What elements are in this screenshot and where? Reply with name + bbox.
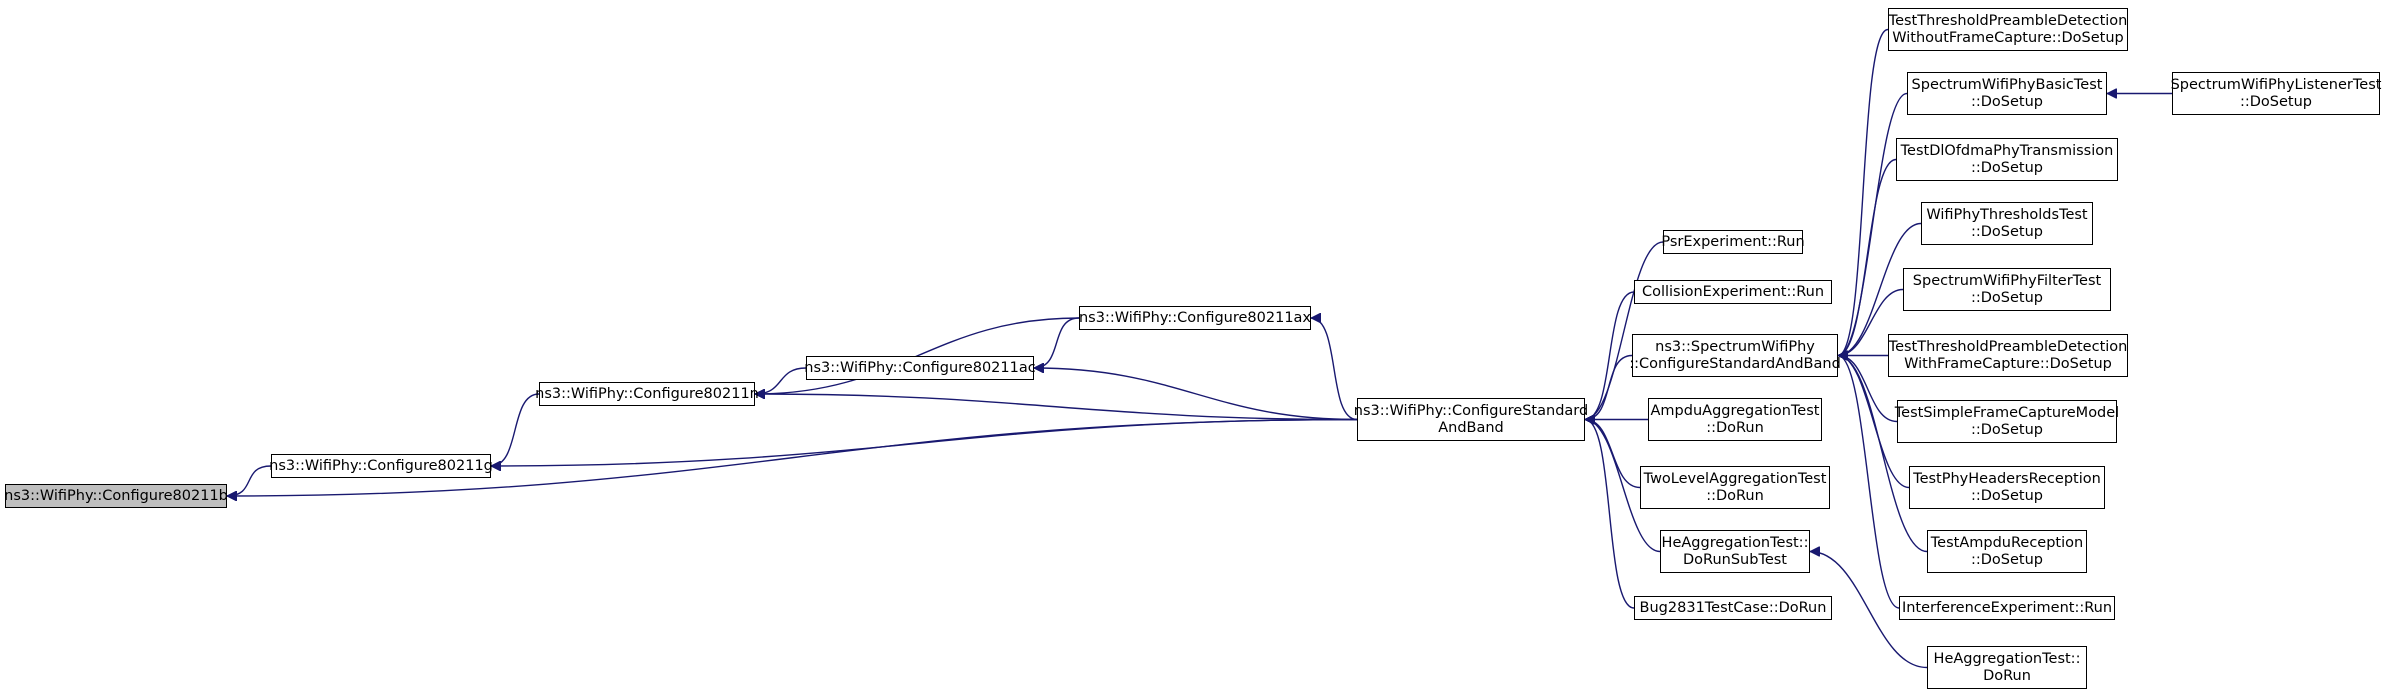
edge-n15-to-n8 bbox=[1837, 158, 1897, 356]
node-label: HeAggregationTest:: bbox=[1661, 534, 1809, 551]
edge-n2-to-n1 bbox=[490, 393, 540, 466]
node-label: ns3::WifiPhy::Configure80211ax bbox=[1078, 309, 1312, 326]
node-label: ::DoRun bbox=[1706, 487, 1764, 504]
node-label: ns3::WifiPhy::Configure80211g bbox=[269, 457, 493, 474]
node-label: ::DoSetup bbox=[1970, 487, 2043, 504]
node-ns3-wifiphy-configure80211g[interactable]: ns3::WifiPhy::Configure80211g bbox=[269, 454, 493, 478]
node-label: ns3::WifiPhy::Configure80211b bbox=[4, 487, 228, 504]
node-heaggregationtest-dorunsubtest[interactable]: HeAggregationTest::DoRunSubTest bbox=[1660, 530, 1810, 573]
node-label: TestDlOfdmaPhyTransmission bbox=[1900, 142, 2114, 159]
node-ns3-spectrumwifiphy-configurestandardandband[interactable]: ns3::SpectrumWifiPhy::ConfigureStandardA… bbox=[1629, 334, 1841, 377]
node-label: InterferenceExperiment::Run bbox=[1901, 599, 2113, 616]
edge-n5-to-n3 bbox=[1034, 368, 1358, 421]
edge-n3-to-n2 bbox=[755, 367, 807, 394]
edge-n21-to-n8 bbox=[1837, 356, 1928, 553]
node-label: TestSimpleFrameCaptureModel bbox=[1894, 404, 2120, 421]
edge-n5-to-n4 bbox=[1310, 318, 1358, 421]
node-testsimpleframecapturemodel-dosetup[interactable]: TestSimpleFrameCaptureModel::DoSetup bbox=[1894, 400, 2120, 443]
node-label: AndBand bbox=[1438, 419, 1504, 436]
node-testphyheadersreception-dosetup[interactable]: TestPhyHeadersReception::DoSetup bbox=[1909, 466, 2105, 509]
node-label: TestThresholdPreambleDetection bbox=[1888, 12, 2128, 29]
node-collisionexperiment-run[interactable]: CollisionExperiment::Run bbox=[1634, 280, 1832, 304]
node-label: WifiPhyThresholdsTest bbox=[1926, 206, 2088, 223]
node-label: ns3::WifiPhy::ConfigureStandard bbox=[1353, 402, 1589, 419]
edge-n6-to-n5 bbox=[1584, 241, 1664, 420]
node-label: AmpduAggregationTest bbox=[1650, 402, 1820, 419]
node-spectrumwifiphyfiltertest-dosetup[interactable]: SpectrumWifiPhyFilterTest::DoSetup bbox=[1903, 268, 2111, 311]
node-ns3-wifiphy-configure80211ax[interactable]: ns3::WifiPhy::Configure80211ax bbox=[1079, 306, 1311, 330]
node-ampduaggregationtest-dorun[interactable]: AmpduAggregationTest::DoRun bbox=[1648, 398, 1822, 441]
node-label: ::DoSetup bbox=[1970, 421, 2043, 438]
node-label: ::DoSetup bbox=[1970, 93, 2043, 110]
node-label: TwoLevelAggregationTest bbox=[1643, 470, 1827, 487]
node-label: ns3::WifiPhy::Configure80211n bbox=[535, 385, 759, 402]
node-label: DoRun bbox=[1983, 667, 2031, 684]
node-label: ::DoSetup bbox=[1970, 289, 2043, 306]
node-label: ns3::WifiPhy::Configure80211ac bbox=[804, 359, 1036, 376]
node-label: TestThresholdPreambleDetection bbox=[1888, 338, 2128, 355]
node-bug2831testcase-dorun[interactable]: Bug2831TestCase::DoRun bbox=[1634, 596, 1832, 620]
edge-n12-to-n5 bbox=[1584, 420, 1635, 609]
edge-n23-to-n11 bbox=[1810, 552, 1928, 669]
node-testdlofdmaphytransmission-dosetup[interactable]: TestDlOfdmaPhyTransmission::DoSetup bbox=[1896, 138, 2118, 181]
edge-n5-to-n1 bbox=[491, 418, 1358, 467]
node-label: ::DoSetup bbox=[1970, 551, 2043, 568]
node-label: Bug2831TestCase::DoRun bbox=[1639, 599, 1827, 616]
node-label: ::DoSetup bbox=[2239, 93, 2312, 110]
edge-n16-to-n8 bbox=[1837, 222, 1922, 356]
node-ns3-wifiphy-configure80211b: ns3::WifiPhy::Configure80211b bbox=[4, 484, 228, 508]
node-label: ::DoSetup bbox=[1970, 159, 2043, 176]
node-label: SpectrumWifiPhyListenerTest bbox=[2170, 76, 2382, 93]
node-ns3-wifiphy-configure80211ac[interactable]: ns3::WifiPhy::Configure80211ac bbox=[804, 356, 1036, 380]
edge-n11-to-n5 bbox=[1584, 420, 1661, 553]
edge-n1-to-n0 bbox=[227, 465, 272, 496]
node-ns3-wifiphy-configure80211n[interactable]: ns3::WifiPhy::Configure80211n bbox=[535, 382, 759, 406]
node-twolevelaggregationtest-dorun[interactable]: TwoLevelAggregationTest::DoRun bbox=[1640, 466, 1830, 509]
edge-n4-to-n3 bbox=[1033, 317, 1080, 368]
edge-n13-to-n8 bbox=[1837, 28, 1889, 356]
node-heaggregationtest-dorun[interactable]: HeAggregationTest::DoRun bbox=[1927, 646, 2087, 689]
edge-n22-to-n8 bbox=[1837, 356, 1900, 609]
node-label: ::DoRun bbox=[1706, 419, 1764, 436]
node-spectrumwifiphylistenertest-dosetup[interactable]: SpectrumWifiPhyListenerTest::DoSetup bbox=[2170, 72, 2382, 115]
node-label: ::ConfigureStandardAndBand bbox=[1629, 355, 1841, 372]
edge-n7-to-n5 bbox=[1584, 291, 1635, 420]
node-label: TestAmpduReception bbox=[1930, 534, 2084, 551]
node-label: ns3::SpectrumWifiPhy bbox=[1655, 338, 1815, 355]
node-label: DoRunSubTest bbox=[1683, 551, 1787, 568]
node-label: HeAggregationTest:: bbox=[1933, 650, 2081, 667]
node-label: WithFrameCapture::DoSetup bbox=[1904, 355, 2112, 372]
node-label: TestPhyHeadersReception bbox=[1913, 470, 2101, 487]
edge-n5-to-n2 bbox=[755, 394, 1358, 421]
node-psrexperiment-run[interactable]: PsrExperiment::Run bbox=[1661, 230, 1805, 254]
node-label: PsrExperiment::Run bbox=[1661, 233, 1805, 250]
node-label: SpectrumWifiPhyFilterTest bbox=[1912, 272, 2102, 289]
node-wifiphythresholdstest-dosetup[interactable]: WifiPhyThresholdsTest::DoSetup bbox=[1921, 202, 2093, 245]
node-label: SpectrumWifiPhyBasicTest bbox=[1911, 76, 2103, 93]
node-label: ::DoSetup bbox=[1970, 223, 2043, 240]
node-label: CollisionExperiment::Run bbox=[1641, 283, 1825, 300]
node-spectrumwifiphybasictest-dosetup[interactable]: SpectrumWifiPhyBasicTest::DoSetup bbox=[1907, 72, 2107, 115]
node-testampdureception-dosetup[interactable]: TestAmpduReception::DoSetup bbox=[1927, 530, 2087, 573]
edge-n10-to-n5 bbox=[1584, 420, 1641, 489]
node-interferenceexperiment-run[interactable]: InterferenceExperiment::Run bbox=[1899, 596, 2115, 620]
node-label: WithoutFrameCapture::DoSetup bbox=[1892, 29, 2124, 46]
